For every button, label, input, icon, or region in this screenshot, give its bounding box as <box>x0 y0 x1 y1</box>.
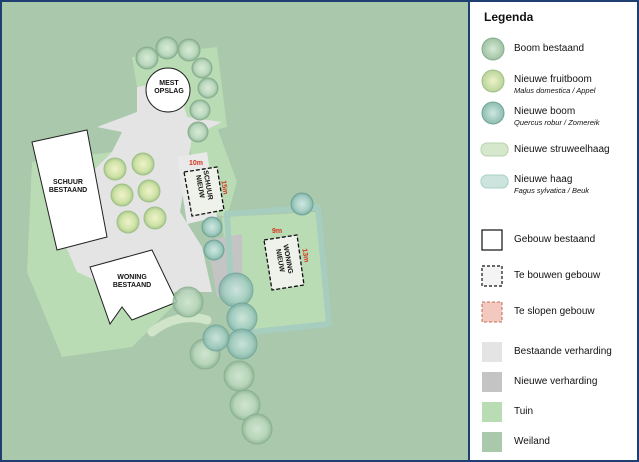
legend-label: Tuin <box>514 406 534 417</box>
legend-label: Bestaande verharding <box>514 346 612 357</box>
existing-tree-icon <box>481 37 505 61</box>
dimension-new-house-width: 9m <box>272 228 283 235</box>
existing-tree <box>155 36 179 60</box>
existing-building-icon <box>481 229 503 251</box>
existing-barn <box>31 129 108 251</box>
new-paving-icon <box>482 372 502 392</box>
existing-tree <box>189 99 211 121</box>
existing-tree <box>191 57 213 79</box>
fruit-tree <box>116 210 140 234</box>
garden-icon <box>482 402 502 422</box>
existing-tree <box>172 286 204 318</box>
existing-tree <box>241 413 273 445</box>
dimension-new-barn-width: 10m <box>189 160 204 167</box>
legend-label: Boom bestaand <box>514 43 585 54</box>
shrub-hedge-icon <box>480 142 509 157</box>
existing-paving-icon <box>482 342 502 362</box>
manure-storage <box>145 67 191 113</box>
existing-tree <box>177 38 201 62</box>
legend-sublabel: Fagus sylvatica / Beuk <box>514 186 590 195</box>
legend-label: Nieuwe haag <box>514 174 573 185</box>
legend-label: Weiland <box>514 436 550 447</box>
new-tree <box>290 192 314 216</box>
legend-panel: Legenda Boom bestaand Nieuwe fruitboom M… <box>468 2 637 460</box>
legend-label: Gebouw bestaand <box>514 234 596 245</box>
fruit-tree <box>143 206 167 230</box>
site-plan-drawing <box>2 2 468 460</box>
legend-label: Nieuwe boom <box>514 106 576 117</box>
new-tree <box>203 239 225 261</box>
fruit-tree <box>137 179 161 203</box>
beech-hedge-icon <box>480 174 509 189</box>
meadow-icon <box>482 432 502 452</box>
new-tree <box>218 272 254 308</box>
legend-label: Te slopen gebouw <box>514 306 595 317</box>
new-tree <box>202 324 230 352</box>
new-shrub-hedge <box>147 313 212 337</box>
legend-label: Nieuwe verharding <box>514 376 598 387</box>
existing-tree <box>135 46 159 70</box>
fruit-tree <box>110 183 134 207</box>
new-house <box>263 234 305 291</box>
demolish-building-icon <box>481 301 503 323</box>
legend-sublabel: Malus domestica / Appel <box>514 86 596 95</box>
legend-label: Nieuwe struweelhaag <box>514 144 610 155</box>
legend-label: Nieuwe fruitboom <box>514 74 592 85</box>
new-trees <box>201 192 314 360</box>
new-tree <box>201 216 223 238</box>
fruit-tree <box>103 157 127 181</box>
existing-house <box>89 249 178 326</box>
existing-tree <box>223 360 255 392</box>
existing-tree <box>197 77 219 99</box>
new-barn <box>183 166 225 217</box>
fruit-trees <box>103 152 167 234</box>
legend-label: Te bouwen gebouw <box>514 270 601 281</box>
new-tree <box>226 328 258 360</box>
new-building-icon <box>481 265 503 287</box>
new-tree-icon <box>481 101 505 125</box>
legend-title: Legenda <box>484 10 534 24</box>
fruit-tree <box>131 152 155 176</box>
fruit-tree-icon <box>481 69 505 93</box>
existing-tree <box>187 121 209 143</box>
legend-sublabel: Quercus robur / Zomereik <box>514 118 600 127</box>
